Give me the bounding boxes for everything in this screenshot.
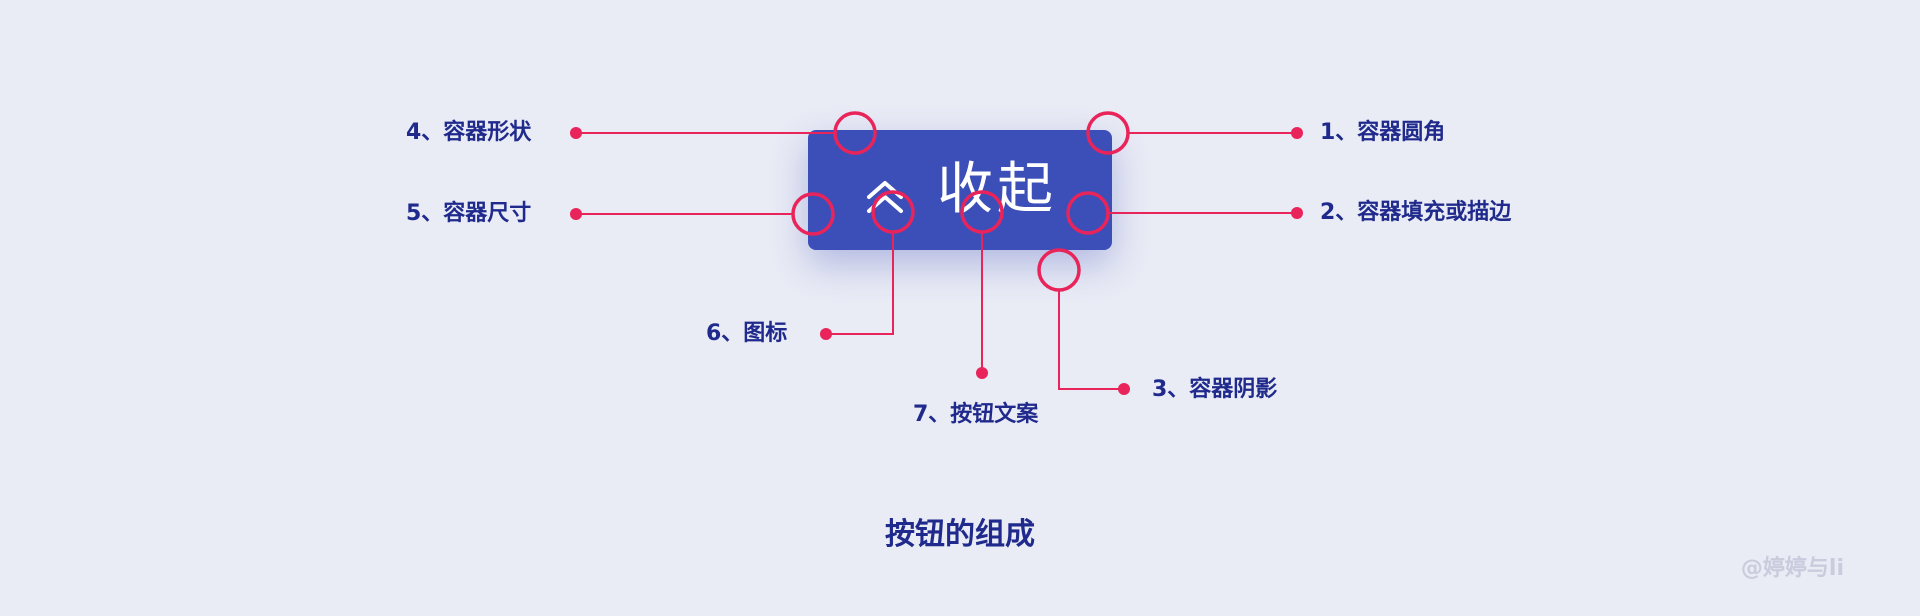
label-button-text: 7、按钮文案 xyxy=(913,402,1039,427)
label-shape: 4、容器形状 xyxy=(406,120,532,145)
endpoint-dot-fill-stroke xyxy=(1291,207,1303,219)
marker-ring-shadow xyxy=(1037,248,1081,292)
label-size: 5、容器尺寸 xyxy=(406,201,532,226)
endpoint-dot-corner-radius xyxy=(1291,127,1303,139)
marker-ring-corner-radius xyxy=(1086,111,1130,155)
marker-ring-size xyxy=(791,192,835,236)
label-icon: 6、图标 xyxy=(706,321,788,346)
leader-icon xyxy=(826,233,894,335)
endpoint-dot-shadow xyxy=(1118,383,1130,395)
endpoint-dot-button-text xyxy=(976,367,988,379)
demo-collapse-button[interactable]: 收起 xyxy=(808,130,1112,250)
label-fill-stroke: 2、容器填充或描边 xyxy=(1320,200,1512,225)
marker-ring-shape xyxy=(833,111,877,155)
button-label: 收起 xyxy=(937,157,1057,222)
endpoint-dot-size xyxy=(570,208,582,220)
endpoint-dot-shape xyxy=(570,127,582,139)
marker-ring-icon xyxy=(871,190,915,234)
marker-ring-button-text xyxy=(960,190,1004,234)
label-corner-radius: 1、容器圆角 xyxy=(1320,120,1446,145)
label-shadow: 3、容器阴影 xyxy=(1152,377,1278,402)
leader-shadow xyxy=(1058,290,1124,390)
marker-ring-fill-stroke xyxy=(1066,191,1110,235)
watermark: @婷婷与li xyxy=(1740,556,1844,581)
diagram-title: 按钮的组成 xyxy=(885,517,1035,552)
endpoint-dot-icon xyxy=(820,328,832,340)
